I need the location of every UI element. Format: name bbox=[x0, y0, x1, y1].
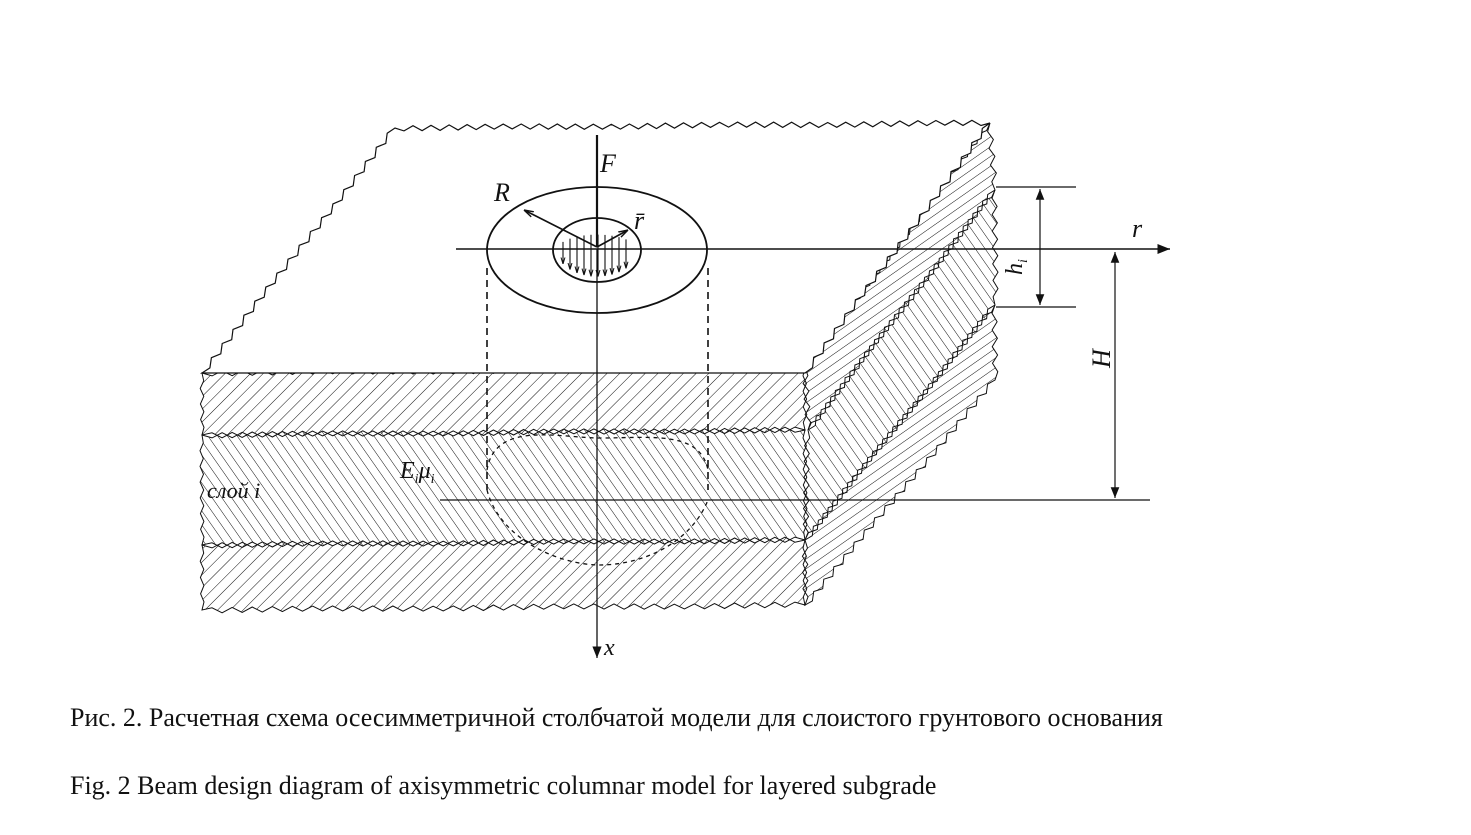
axis-x-label: x bbox=[603, 635, 615, 661]
radius-r-arrow bbox=[596, 230, 628, 248]
front-face bbox=[199, 364, 808, 614]
svg-text:hi: hi bbox=[1002, 259, 1031, 275]
side-face bbox=[801, 122, 999, 607]
radius-inner-label: r̄ bbox=[634, 206, 645, 235]
axis-r-label: r bbox=[1132, 214, 1143, 243]
front-layer-3 bbox=[199, 536, 808, 614]
caption-english: Fig. 2 Beam design diagram of axisymmetr… bbox=[70, 771, 937, 800]
layer-props-label: Eiμi bbox=[399, 458, 435, 487]
total-depth-label: H bbox=[1087, 348, 1116, 369]
front-layer-1 bbox=[199, 364, 808, 439]
side-layer-3 bbox=[801, 304, 999, 607]
radius-R-arrow bbox=[524, 210, 598, 248]
dimension-h bbox=[996, 186, 1076, 308]
layer-thickness-label: hi bbox=[1002, 259, 1031, 275]
layer-name-label: слой i bbox=[207, 478, 260, 503]
force-label: F bbox=[599, 149, 617, 178]
radius-outer-label: R bbox=[493, 178, 510, 207]
front-layer-2 bbox=[199, 426, 808, 549]
column-outline bbox=[486, 268, 709, 566]
caption-russian: Рис. 2. Расчетная схема осесимметричной … bbox=[70, 703, 1163, 732]
dimension-H bbox=[440, 252, 1150, 501]
